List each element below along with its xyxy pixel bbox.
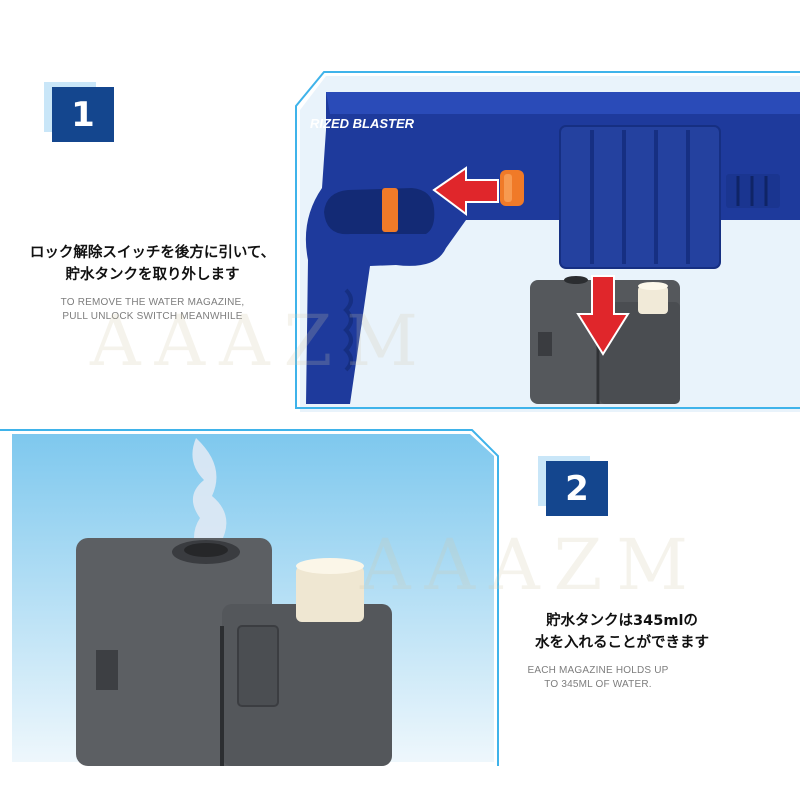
step-1-en-line-1: TO REMOVE THE WATER MAGAZINE, (60, 297, 245, 308)
step-number: 1 (52, 87, 114, 142)
arrow-left-icon (432, 166, 499, 216)
blaster-illustration: RIZED BLASTER (295, 71, 800, 412)
step-1-jp-line-2: 貯水タンクを取り外します (65, 267, 240, 283)
step-1-jp-line-1: ロック解除スイッチを後方に引いて、 (29, 245, 276, 261)
step-2-text-jp: 貯水タンクは345mlの 水を入れることができます (508, 610, 736, 654)
step-1-badge: 1 (44, 82, 118, 144)
step-2-badge: 2 (538, 456, 612, 518)
step-2-jp-line-2: 水を入れることができます (535, 635, 709, 651)
magazine-illustration (0, 429, 499, 766)
photo-frame (0, 429, 499, 766)
blaster-body (305, 92, 800, 404)
photo-frame (295, 71, 800, 409)
water-magazine (76, 538, 392, 766)
step-2-en-line-1: EACH MAGAZINE HOLDS UP (527, 665, 669, 676)
step-number: 2 (546, 461, 608, 516)
step-1-en-line-2: PULL UNLOCK SWITCH MEANWHILE (62, 311, 243, 322)
step-1-text-en: TO REMOVE THE WATER MAGAZINE, PULL UNLOC… (10, 296, 295, 324)
blaster-logo: RIZED BLASTER (310, 116, 415, 131)
step-2-text-en: EACH MAGAZINE HOLDS UP TO 345ML OF WATER… (508, 664, 688, 692)
water-stream (192, 438, 227, 560)
step-2-jp-line-1: 貯水タンクは345mlの (546, 613, 698, 629)
step-2-photo (0, 426, 500, 770)
step-1-text-jp: ロック解除スイッチを後方に引いて、 貯水タンクを取り外します (10, 242, 295, 286)
step-2-en-line-2: TO 345ML OF WATER. (544, 679, 652, 690)
step-1-photo: RIZED BLASTER (286, 70, 800, 412)
arrow-down-icon (576, 275, 630, 356)
